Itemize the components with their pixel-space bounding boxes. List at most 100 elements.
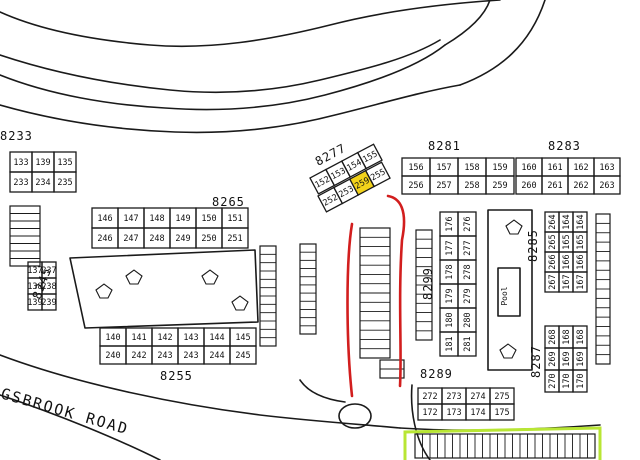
- unit-number: 235: [57, 178, 72, 188]
- road-label: GSBROOK ROAD: [0, 385, 131, 439]
- unit-number: 172: [422, 408, 437, 418]
- green-outline: [403, 426, 602, 460]
- unit-cell: [53, 171, 77, 193]
- parking-strip: [595, 213, 611, 365]
- unit-number: 277: [463, 240, 473, 255]
- parking-strip: [359, 227, 391, 359]
- unit-number: 247: [123, 234, 138, 244]
- unit-cell: [572, 369, 588, 393]
- unit-number: 267: [548, 274, 558, 289]
- unit-number: 264: [548, 214, 558, 229]
- unit-number: 280: [463, 312, 473, 327]
- parking-strip: [415, 229, 433, 341]
- unit-number: 164: [576, 214, 586, 229]
- unit-number: 257: [436, 181, 451, 191]
- unit-number: 266: [548, 254, 558, 269]
- unit-number: 160: [521, 163, 536, 173]
- unit-number: 148: [149, 214, 164, 224]
- unit-number: 270: [548, 373, 558, 388]
- unit-number: 237: [41, 266, 56, 276]
- unit-number: 164: [562, 214, 572, 229]
- unit-number: 161: [547, 163, 562, 173]
- unit-number: 248: [149, 234, 164, 244]
- unit-number: 175: [494, 408, 509, 418]
- unit-cell: [221, 227, 249, 249]
- building-number: 8255: [160, 369, 193, 383]
- unit-number: 166: [576, 254, 586, 269]
- unit-number: 149: [175, 214, 190, 224]
- unit-number: 165: [562, 234, 572, 249]
- unit-number: 250: [201, 234, 216, 244]
- unit-number: 258: [464, 181, 479, 191]
- unit-number: 137: [27, 266, 42, 276]
- unit-number: 167: [576, 274, 586, 289]
- unit-number: 240: [105, 351, 120, 361]
- unit-number: 179: [445, 288, 455, 303]
- building-number: 8283: [548, 139, 581, 153]
- unit-number: 139: [35, 158, 50, 168]
- unit-cell: [356, 143, 383, 170]
- courtyard-8265: [69, 249, 259, 329]
- unit-cell: [41, 293, 57, 311]
- unit-number: 176: [445, 216, 455, 231]
- unit-number: 256: [408, 181, 423, 191]
- unit-number: 234: [35, 178, 50, 188]
- unit-number: 244: [209, 351, 224, 361]
- unit-number: 269: [548, 351, 558, 366]
- unit-number: 168: [562, 329, 572, 344]
- unit-number: 246: [97, 234, 112, 244]
- building-number: 8233: [0, 129, 33, 143]
- unit-number: 274: [470, 392, 485, 402]
- creek: [0, 0, 546, 134]
- unit-number: 275: [494, 392, 509, 402]
- building-number: 8299: [421, 267, 435, 300]
- unit-number: 268: [548, 329, 558, 344]
- unit-number: 167: [562, 274, 572, 289]
- unit-number: 139: [27, 298, 42, 308]
- unit-number: 276: [463, 216, 473, 231]
- unit-number: 166: [562, 254, 572, 269]
- unit-number: 151: [227, 214, 242, 224]
- unit-number: 135: [57, 158, 72, 168]
- turnaround: [299, 379, 431, 460]
- unit-number: 169: [562, 351, 572, 366]
- unit-number: 181: [445, 336, 455, 351]
- parking-strip: [414, 433, 596, 459]
- unit-number: 158: [464, 163, 479, 173]
- unit-number: 239: [41, 298, 56, 308]
- unit-number: 249: [175, 234, 190, 244]
- unit-number: 178: [445, 264, 455, 279]
- building-number: 8281: [428, 139, 461, 153]
- parking-strip: [259, 245, 277, 347]
- unit-number: 146: [97, 214, 112, 224]
- unit-cell: [572, 271, 588, 293]
- unit-cell: [229, 345, 257, 365]
- unit-number: 150: [201, 214, 216, 224]
- unit-number: 141: [131, 333, 146, 343]
- unit-number: 281: [463, 336, 473, 351]
- unit-number: 138: [27, 282, 42, 292]
- unit-number: 142: [157, 333, 172, 343]
- unit-cell: [489, 403, 515, 421]
- unit-number: 263: [599, 181, 614, 191]
- unit-number: 261: [547, 181, 562, 191]
- unit-number: 170: [562, 373, 572, 388]
- unit-number: 165: [576, 234, 586, 249]
- unit-number: 140: [105, 333, 120, 343]
